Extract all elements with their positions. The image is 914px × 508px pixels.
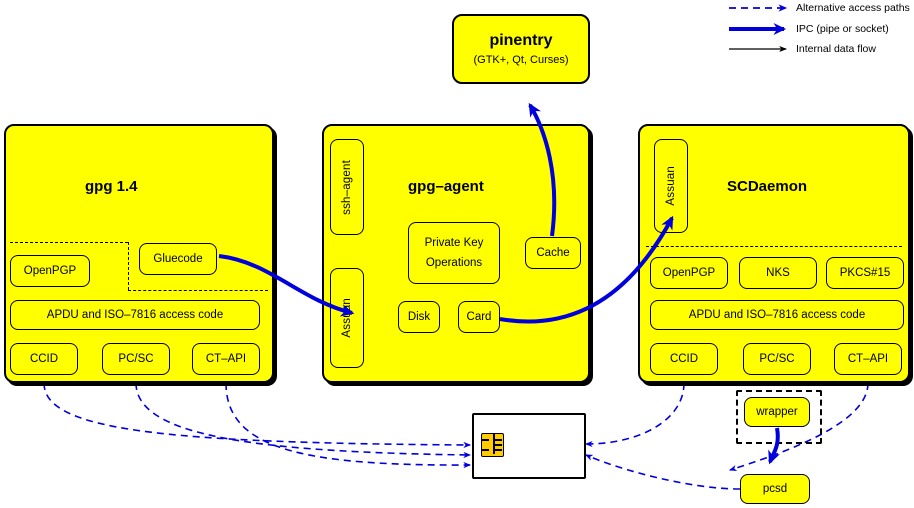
gpgagent-assuan[interactable]: Assuan bbox=[330, 268, 364, 368]
ipc-wrapper-to-pcsd bbox=[768, 427, 780, 465]
gpgagent-card[interactable]: Card bbox=[458, 301, 500, 333]
pcsd-box[interactable]: pcsd bbox=[740, 474, 810, 504]
gpg14-title: gpg 1.4 bbox=[85, 178, 138, 195]
ipc-agent-to-pinentry bbox=[528, 102, 557, 237]
gpgagent-title: gpg–agent bbox=[408, 178, 484, 195]
legend-label-alt-paths: Alternative access paths bbox=[796, 2, 910, 14]
gpgagent-ssh-agent[interactable]: ssh–agent bbox=[330, 139, 364, 235]
gpgagent-disk[interactable]: Disk bbox=[398, 301, 440, 333]
ipc-gluecode-to-gpgagent-assuan bbox=[218, 254, 355, 317]
alt-path-group-gpg14 bbox=[43, 382, 472, 469]
dashed-bottom-segment bbox=[128, 290, 268, 291]
scdaemon-driver-ccid[interactable]: CCID bbox=[650, 343, 718, 375]
gpg14-driver-ctapi[interactable]: CT–API bbox=[192, 343, 260, 375]
gpg14-driver-pcsc[interactable]: PC/SC bbox=[102, 343, 170, 375]
chip-contact-line-4 bbox=[482, 439, 489, 441]
legend-label-internal: Internal data flow bbox=[796, 43, 876, 55]
dashed-separator-line bbox=[646, 246, 902, 247]
ipc-card-to-scdaemon-assuan bbox=[499, 215, 674, 324]
scdaemon-app-openpgp[interactable]: OpenPGP bbox=[650, 257, 728, 289]
pinentry-box[interactable]: pinentry (GTK+, Qt, Curses) bbox=[452, 14, 590, 84]
chip-contact-line-1 bbox=[493, 439, 502, 441]
scdaemon-title: SCDaemon bbox=[727, 178, 808, 195]
scdaemon-app-nks[interactable]: NKS bbox=[739, 257, 817, 289]
chip-contact-line-2 bbox=[493, 444, 502, 446]
pk-line-1: Private Key bbox=[424, 236, 484, 249]
gpgagent-private-key-operations[interactable]: Private Key Operations bbox=[408, 222, 500, 284]
alt-path-group-scdaemon bbox=[584, 382, 869, 490]
pinentry-title: pinentry bbox=[489, 31, 553, 49]
gpg14-dashed-region bbox=[10, 242, 268, 292]
gpg14-apdu[interactable]: APDU and ISO–7816 access code bbox=[10, 300, 260, 330]
ipc-edges bbox=[218, 102, 780, 465]
chip-contact-line-5 bbox=[482, 449, 489, 451]
pk-line-2: Operations bbox=[425, 257, 483, 269]
gpg14-openpgp[interactable]: OpenPGP bbox=[10, 255, 90, 287]
scdaemon-app-pkcs15[interactable]: PKCS#15 bbox=[826, 257, 904, 289]
gpg14-driver-ccid[interactable]: CCID bbox=[10, 343, 78, 375]
chip-contact-line-3 bbox=[493, 449, 502, 451]
dashed-vertical-segment bbox=[128, 242, 129, 290]
scdaemon-apdu[interactable]: APDU and ISO–7816 access code bbox=[650, 300, 904, 330]
scdaemon-driver-ctapi[interactable]: CT–API bbox=[834, 343, 902, 375]
scdaemon-dashed-separator bbox=[646, 246, 902, 248]
dashed-top-segment bbox=[10, 242, 128, 243]
gpgagent-cache[interactable]: Cache bbox=[525, 237, 581, 269]
legend-label-ipc: IPC (pipe or socket) bbox=[796, 23, 889, 35]
scdaemon-driver-pcsc[interactable]: PC/SC bbox=[743, 343, 811, 375]
pinentry-subtitle: (GTK+, Qt, Curses) bbox=[473, 54, 569, 67]
gpg14-gluecode[interactable]: Gluecode bbox=[139, 243, 217, 275]
wrapper-box[interactable]: wrapper bbox=[744, 397, 810, 427]
